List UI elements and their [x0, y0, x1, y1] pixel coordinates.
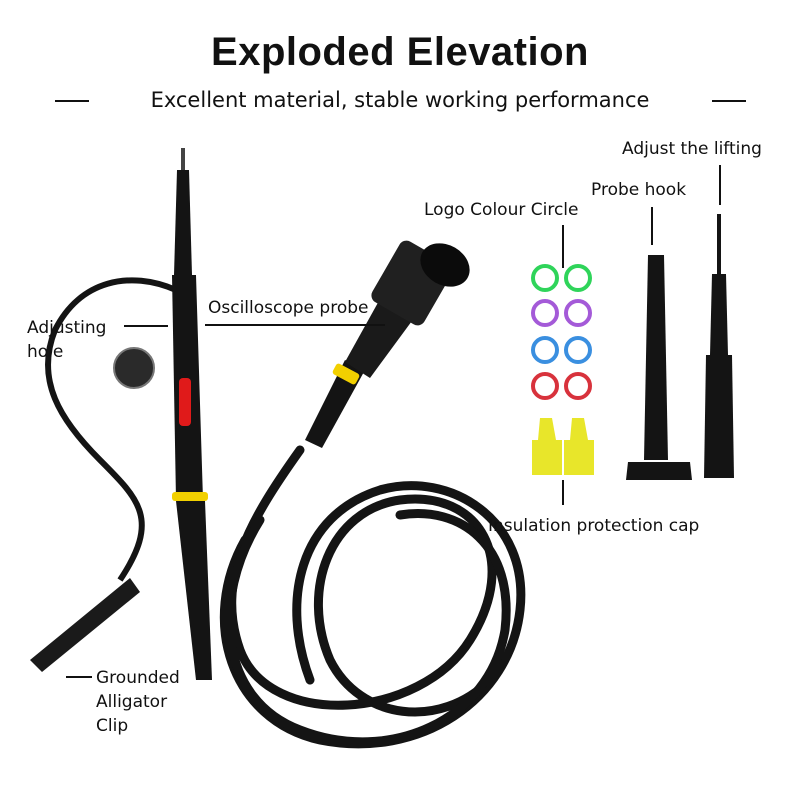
- label-insulation-cap: Insulation protection cap: [488, 516, 700, 536]
- page-title: Exploded Elevation: [211, 30, 589, 74]
- alligator-clip-icon: [30, 578, 140, 672]
- coiled-cable: [219, 445, 526, 749]
- label-probe-hook: Probe hook: [591, 180, 687, 200]
- connector-yellow-band: [332, 363, 360, 385]
- logo-colour-circles: [531, 264, 592, 400]
- label-adjusting-hole-line2: hole: [27, 342, 64, 362]
- adjusting-hole-inset: [113, 347, 155, 389]
- probe-yellow-band: [172, 492, 208, 501]
- leader-lines: [66, 165, 721, 678]
- label-adjusting-hole-line1: Adjusting: [27, 318, 107, 338]
- bnc-connector: [305, 240, 470, 448]
- subtitle-dash-right: [712, 100, 746, 102]
- label-alligator-line1: Grounded: [96, 668, 180, 688]
- probe-body: [30, 148, 212, 680]
- subtitle-dash-left: [55, 100, 89, 102]
- label-alligator-line3: Clip: [96, 716, 129, 736]
- page-subtitle: Excellent material, stable working perfo…: [150, 88, 650, 112]
- lifting-tip: [704, 214, 734, 478]
- probe-red-button: [179, 378, 191, 426]
- label-alligator-clip: Grounded Alligator Clip: [96, 666, 180, 738]
- label-alligator-line2: Alligator: [96, 692, 168, 712]
- insulation-caps: [532, 418, 594, 475]
- label-adjust-lifting: Adjust the lifting: [622, 139, 762, 159]
- label-oscilloscope-probe: Oscilloscope probe: [208, 298, 369, 318]
- label-logo-colour-circle: Logo Colour Circle: [424, 200, 579, 220]
- label-adjusting-hole: Adjusting hole: [27, 316, 106, 364]
- probe-hook: [626, 255, 692, 480]
